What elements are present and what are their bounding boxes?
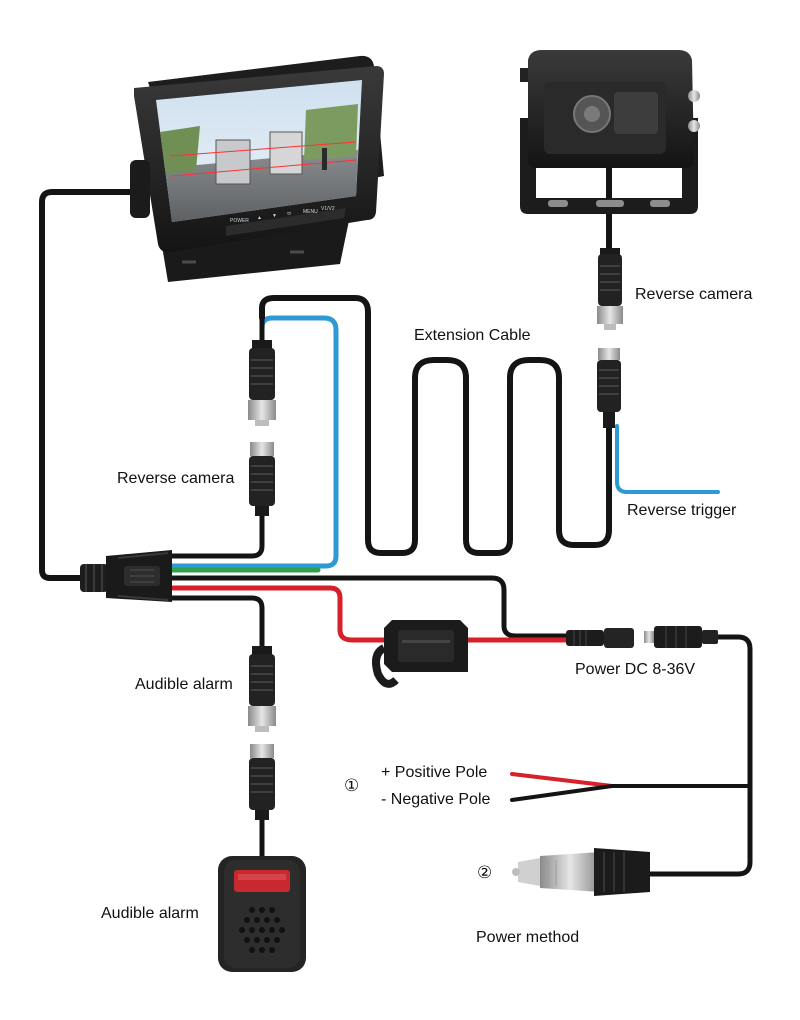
wires (39, 165, 753, 877)
aviation-connector-icon (597, 348, 621, 428)
monitor-knob (130, 160, 150, 218)
positive-pole-label: + Positive Pole (381, 764, 488, 781)
monitor-button-label: ▼ (272, 213, 277, 219)
monitor-buttons: POWER ▲ ▼ ⬭ MENU V1/V2 (230, 206, 335, 224)
reverse-camera-left-label: Reverse camera (117, 470, 235, 487)
power-black-wire (169, 575, 569, 639)
extension-cable-label: Extension Cable (414, 327, 531, 344)
extension-cable (259, 295, 612, 556)
power-red-wire (169, 585, 569, 643)
dc-output-cable (647, 634, 753, 877)
monitor-button-label: MENU (303, 209, 318, 215)
cigarette-lighter-plug-icon (512, 848, 650, 896)
positive-pole-wire (510, 772, 614, 788)
dc-jack-icon (566, 626, 718, 648)
alarm-buzzer-icon (218, 856, 306, 972)
aviation-connector-icon (597, 248, 623, 330)
reverse-trigger-wire (615, 424, 720, 494)
aviation-connector-icon (248, 340, 276, 426)
power-method-label: Power method (476, 929, 580, 946)
reverse-camera-top-label: Reverse camera (635, 286, 753, 303)
camera-icon (520, 50, 700, 214)
aviation-connector-icon (249, 442, 275, 516)
negative-pole-wire (510, 784, 614, 802)
negative-pole-label: - Negative Pole (381, 791, 491, 808)
reverse-trigger-label: Reverse trigger (627, 502, 737, 519)
option-1-marker: ① (344, 776, 360, 796)
monitor-screen (156, 80, 362, 222)
monitor-cable (39, 189, 143, 581)
audible-alarm-cable-label: Audible alarm (135, 676, 233, 693)
monitor-button-label: V1/V2 (321, 206, 335, 212)
monitor-button-label: ▲ (257, 215, 262, 221)
monitor-button-label: POWER (230, 218, 249, 224)
option-2-marker: ② (477, 863, 493, 883)
monitor-button-label: ⬭ (287, 211, 292, 217)
harness-hub (80, 550, 172, 602)
audible-alarm-device-label: Audible alarm (101, 905, 199, 922)
monitor (130, 55, 384, 282)
fuse-holder-icon (372, 620, 468, 688)
aviation-connector-icon (249, 744, 275, 820)
power-dc-label: Power DC 8-36V (575, 661, 696, 678)
connectors (248, 248, 623, 820)
reverse-camera-lead (169, 509, 265, 559)
audible-alarm-wire (169, 595, 265, 651)
aviation-connector-icon (248, 646, 276, 732)
